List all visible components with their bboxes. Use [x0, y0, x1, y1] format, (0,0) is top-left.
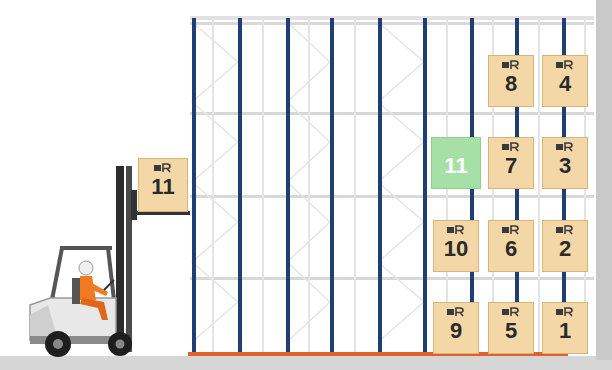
pallet-number: 5: [505, 319, 517, 343]
pallet-number: 1: [559, 319, 571, 343]
logo-mark: [447, 307, 465, 317]
logo-mark: [502, 225, 520, 235]
pallet-box: 11: [138, 158, 188, 212]
pallet-box: 7: [488, 137, 534, 189]
forklift: [30, 166, 190, 357]
rack-frame: [308, 18, 310, 354]
logo-mark: [556, 225, 574, 235]
logo-mark: [502, 142, 520, 152]
wall: [596, 0, 612, 360]
rack-beam: [190, 277, 594, 280]
pallet-number: 6: [505, 237, 517, 261]
pallet-box: 5: [488, 302, 534, 354]
rack-upright: [423, 18, 427, 356]
rack-frame: [262, 18, 264, 354]
rack-beam: [190, 22, 594, 25]
rack-top: [190, 16, 594, 20]
logo-mark: [502, 60, 520, 70]
logo-mark: [556, 60, 574, 70]
pallet-number: 7: [505, 154, 517, 178]
pallet-box: 2: [542, 220, 588, 272]
rack-frame: [212, 18, 214, 354]
pallet-number: 3: [559, 154, 571, 178]
pallet-number: 10: [444, 237, 468, 261]
pallet-number: 8: [505, 72, 517, 96]
logo-mark: [556, 142, 574, 152]
pallet-number: 9: [450, 319, 462, 343]
pallet-box: 9: [433, 302, 479, 354]
pallet-box: 10: [433, 220, 479, 272]
rack-upright: [330, 18, 334, 356]
rack-upright: [286, 18, 290, 356]
rack-frame: [538, 18, 540, 354]
pallet-box: 4: [542, 55, 588, 107]
pallet-number: 11: [444, 154, 467, 178]
pallet-number: 4: [559, 72, 571, 96]
rack-bracing: [192, 22, 238, 342]
pallet-number: 11: [151, 175, 174, 199]
logo-mark: [502, 307, 520, 317]
logo-mark: [154, 163, 172, 173]
logo-mark: [447, 225, 465, 235]
pallet-box: 8: [488, 55, 534, 107]
pallet-box: 1: [542, 302, 588, 354]
logo-mark: [556, 307, 574, 317]
floor: [0, 356, 612, 370]
rack-upright: [378, 18, 382, 356]
rack-upright: [238, 18, 242, 356]
pallet-box: 3: [542, 137, 588, 189]
pallet-number: 2: [559, 237, 571, 261]
pallet-box: 6: [488, 220, 534, 272]
rack-frame: [354, 18, 356, 354]
target-slot: 11: [431, 137, 481, 189]
rack-upright: [192, 18, 196, 356]
rack-bracing: [378, 22, 424, 342]
rack-beam: [190, 195, 594, 198]
pallet-rack: [188, 16, 594, 356]
